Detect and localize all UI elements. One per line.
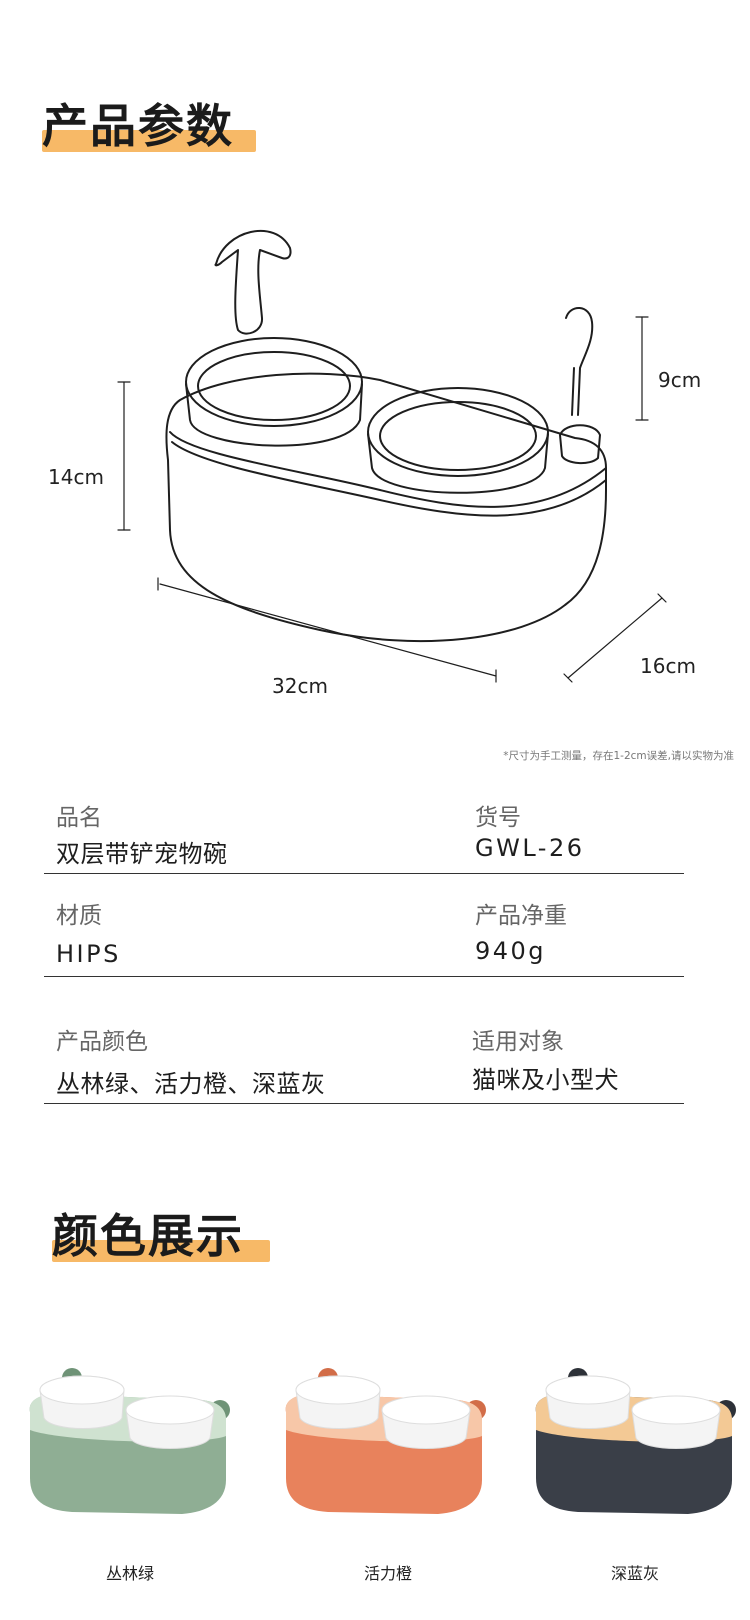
spec-value-colors: 丛林绿、活力橙、深蓝灰 — [56, 1070, 326, 1098]
spec-label-name: 品名 — [56, 805, 102, 831]
dim-height: 14cm — [48, 465, 104, 489]
bowl-right — [367, 387, 549, 477]
color-name-1: 活力橙 — [363, 1564, 412, 1583]
product-line-drawing — [117, 229, 667, 683]
spec-value-weight: 940g — [475, 937, 547, 965]
dim-spoon-height: 9cm — [658, 368, 702, 392]
title-highlight — [42, 130, 256, 152]
spec-value-name: 双层带铲宠物碗 — [56, 840, 228, 868]
title-highlight — [52, 1240, 270, 1262]
small-spoon — [565, 307, 594, 416]
spec-label-code: 货号 — [475, 805, 521, 831]
bowl-body-outline — [165, 372, 607, 643]
colors-title: 颜色展示 — [52, 1209, 244, 1263]
color-product-1 — [285, 1368, 486, 1514]
spec-label-colors: 产品颜色 — [56, 1029, 148, 1055]
color-product-0 — [29, 1368, 230, 1514]
params-title-block: 产品参数 — [42, 96, 256, 156]
color-name-2: 深蓝灰 — [610, 1564, 659, 1583]
measurement-note: *尺寸为手工测量，存在1-2cm误差,请以实物为准 — [503, 750, 734, 762]
spec-divider — [44, 873, 684, 874]
spec-value-code: GWL-26 — [475, 834, 585, 862]
spec-label-target: 适用对象 — [472, 1029, 564, 1055]
spec-label-weight: 产品净重 — [475, 903, 567, 929]
spec-divider — [44, 1103, 684, 1104]
params-title: 产品参数 — [42, 99, 234, 153]
spec-label-material: 材质 — [56, 903, 102, 929]
spec-value-target: 猫咪及小型犬 — [472, 1066, 619, 1094]
mushroom-scoop — [214, 229, 292, 335]
color-name-0: 丛林绿 — [105, 1564, 154, 1583]
colors-title-block: 颜色展示 — [52, 1206, 270, 1266]
spec-divider — [44, 976, 684, 977]
dim-width: 16cm — [640, 654, 696, 678]
dim-length: 32cm — [272, 674, 328, 698]
bowl-left — [185, 337, 363, 427]
spec-value-material: HIPS — [56, 940, 121, 968]
color-product-2 — [535, 1368, 736, 1514]
